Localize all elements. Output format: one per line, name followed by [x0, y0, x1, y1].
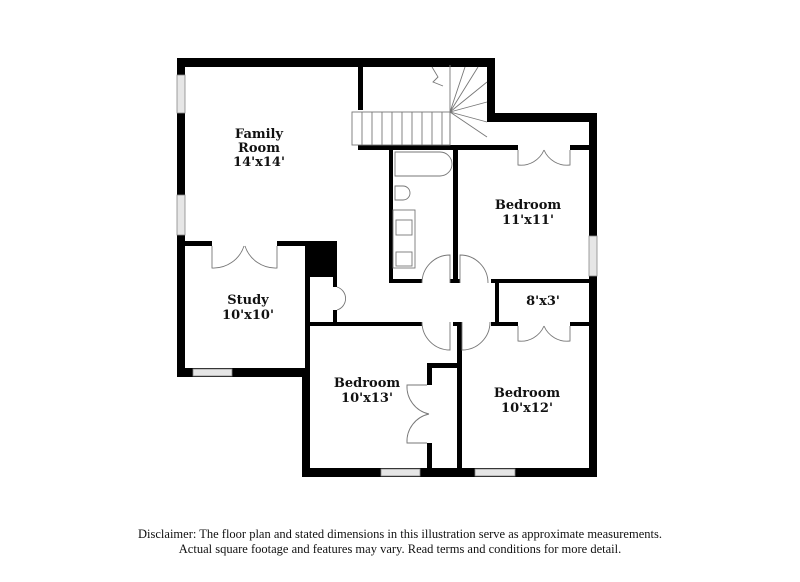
disclaimer-line-1: Disclaimer: The floor plan and stated di… — [138, 527, 662, 541]
room-label: Room — [238, 141, 280, 156]
room-bedroom-lower-right: Bedroom 10'x12' — [494, 386, 561, 416]
room-size: 10'x10' — [222, 308, 274, 323]
room-bedroom-lower-left: Bedroom 10'x13' — [334, 376, 401, 406]
doors — [211, 149, 571, 444]
room-label: Bedroom — [334, 376, 401, 391]
room-size: 11'x11' — [502, 213, 554, 228]
room-label: Bedroom — [495, 198, 562, 213]
room-bedroom-upper-right: Bedroom 11'x11' — [495, 198, 562, 228]
bathroom-fixtures — [392, 151, 453, 269]
room-family-room: Family Room 14'x14' — [233, 127, 285, 170]
room-size: 8'x3' — [526, 294, 560, 309]
room-closet: 8'x3' — [526, 294, 560, 309]
room-label: Family — [235, 127, 284, 142]
room-label: Bedroom — [494, 386, 561, 401]
room-label: Study — [227, 293, 269, 308]
room-study: Study 10'x10' — [222, 293, 274, 323]
room-size: 10'x12' — [501, 401, 553, 416]
disclaimer-line-2: Actual square footage and features may v… — [178, 542, 622, 556]
room-size: 14'x14' — [233, 155, 285, 170]
windows — [176, 74, 598, 477]
stairs — [351, 65, 488, 146]
room-size: 10'x13' — [341, 391, 393, 406]
